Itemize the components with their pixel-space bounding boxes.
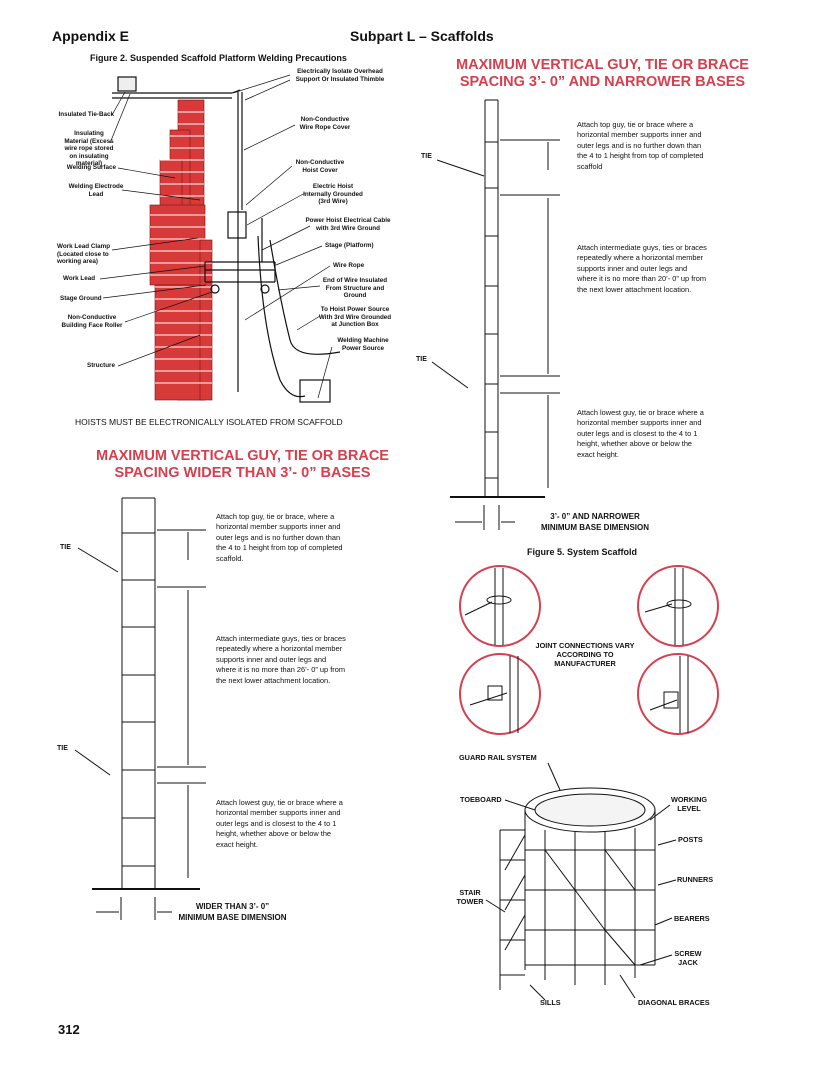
narrow-dim-line1: 3’- 0” AND NARROWER: [550, 512, 640, 521]
label-stage-ground: Stage Ground: [60, 295, 102, 302]
wide-tower: [74, 497, 206, 920]
page-number: 312: [58, 1022, 80, 1037]
joint-circles: [459, 565, 719, 735]
label-power-cable: Power Hoist Electrical Cable with 3rd Wi…: [305, 217, 391, 232]
label-end-wire-rope: End of Wire Insulated From Structure and…: [322, 277, 388, 299]
narrow-title-line1: MAXIMUM VERTICAL GUY, TIE OR BRACE: [456, 57, 749, 73]
label-stair-tower: STAIR TOWER: [456, 888, 484, 906]
label-welding-surface: Welding Surface: [66, 164, 116, 171]
narrow-title-line2: SPACING 3’- 0” AND NARROWER BASES: [459, 74, 746, 90]
label-runners: RUNNERS: [677, 875, 714, 884]
label-roller: Non-Conductive Building Face Roller: [61, 314, 123, 329]
label-wire-rope: Wire Rope: [333, 262, 365, 269]
label-structure: Structure: [87, 362, 115, 369]
label-sills: SILLS: [540, 998, 561, 1007]
label-working-level: WORKING LEVEL: [670, 795, 708, 813]
wide-title-line2: SPACING WIDER THAN 3’- 0” BASES: [114, 465, 371, 481]
wide-dim-line2: MINIMUM BASE DIMENSION: [178, 913, 287, 922]
label-work-lead: Work Lead: [63, 275, 96, 282]
narrow-tie-top: TIE: [421, 153, 432, 160]
label-work-lead-clamp: Work Lead Clamp (Located close to workin…: [57, 243, 111, 265]
appendix-label: Appendix E: [52, 28, 130, 44]
label-bearers: BEARERS: [674, 914, 710, 923]
label-insulating-material: Insulating Material (Excess wire rope st…: [64, 130, 114, 167]
narrow-tie-low: TIE: [416, 356, 427, 363]
label-hoist-power: To Hoist Power Source With 3rd Wire Grou…: [318, 306, 392, 328]
label-toeboard: TOEBOARD: [460, 795, 502, 804]
label-posts: POSTS: [678, 835, 703, 844]
label-welding-electrode: Welding Electrode Lead: [68, 183, 124, 198]
wide-note-low: Attach lowest guy, tie or brace where a …: [216, 798, 343, 849]
system-scaffold: [485, 762, 677, 1001]
figure2-title: Figure 2. Suspended Scaffold Platform We…: [90, 53, 347, 63]
wide-title-line1: MAXIMUM VERTICAL GUY, TIE OR BRACE: [96, 448, 389, 464]
wide-tie-top: TIE: [60, 544, 71, 551]
label-hoist-cover: Non-Conductive Hoist Cover: [295, 159, 345, 174]
label-diagonal-braces: DIAGONAL BRACES: [638, 998, 710, 1007]
narrow-note-low: Attach lowest guy, tie or brace where a …: [577, 408, 704, 459]
label-guard-rail: GUARD RAIL SYSTEM: [459, 753, 537, 762]
narrow-note-mid: Attach intermediate guys, ties or braces…: [577, 243, 707, 294]
section-title: Subpart L – Scaffolds: [350, 28, 494, 44]
label-isolate-overhead: Electrically Isolate Overhead Support Or…: [295, 68, 385, 83]
wide-tie-low: TIE: [57, 745, 68, 752]
label-welding-machine: Welding Machine Power Source: [337, 337, 389, 352]
figure5-title: Figure 5. System Scaffold: [527, 547, 638, 557]
label-insulated-tieback: Insulated Tie-Back: [58, 111, 114, 118]
narrow-note-top: Attach top guy, tie or brace where a hor…: [577, 120, 704, 171]
label-electric-hoist: Electric Hoist Internally Grounded (3rd …: [303, 183, 363, 205]
wide-note-mid: Attach intermediate guys, ties or braces…: [216, 634, 346, 685]
wide-dim-line1: WIDER THAN 3’- 0”: [195, 902, 270, 911]
wide-note-top: Attach top guy, tie or brace, where a ho…: [216, 512, 343, 563]
narrow-tower: [431, 99, 560, 530]
brick-wall: [149, 99, 213, 401]
figure2-caption: HOISTS MUST BE ELECTRONICALLY ISOLATED F…: [75, 417, 343, 427]
label-rope-cover: Non-Conductive Wire Rope Cover: [299, 116, 351, 131]
label-stage: Stage (Platform): [325, 242, 374, 249]
label-screw-jack: SCREW JACK: [674, 949, 702, 967]
narrow-dim-line2: MINIMUM BASE DIMENSION: [541, 523, 649, 532]
joint-connections-text: JOINT CONNECTIONS VARY ACCORDING TO MANU…: [535, 641, 635, 668]
